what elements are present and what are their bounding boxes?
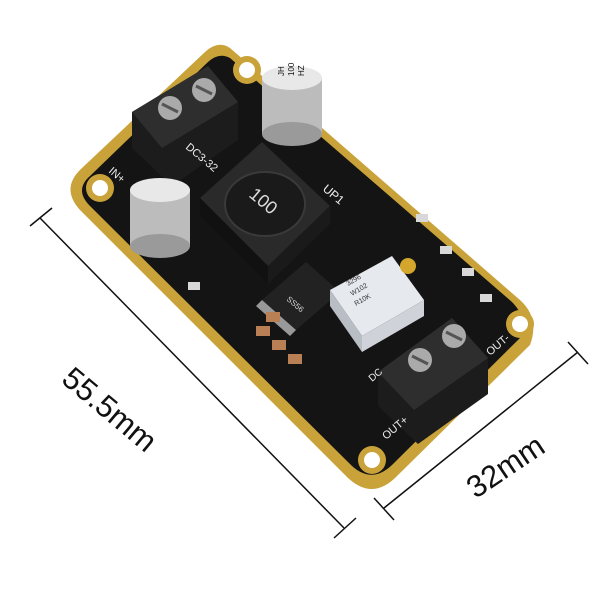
capacitor-marking-1: JH (277, 66, 286, 76)
inductor (200, 142, 330, 284)
output-terminal-block (378, 318, 488, 444)
capacitor-marking-2: 100 (287, 62, 296, 76)
smd-parts (188, 214, 492, 302)
capacitor (262, 66, 322, 146)
capacitor (130, 178, 190, 258)
length-dimension-line (29, 207, 357, 539)
input-terminal-block (132, 66, 238, 186)
smd-resistors (256, 312, 302, 364)
width-dimension-line (373, 341, 589, 521)
potentiometer (330, 256, 424, 352)
capacitor-marking-3: HZ (297, 65, 306, 76)
